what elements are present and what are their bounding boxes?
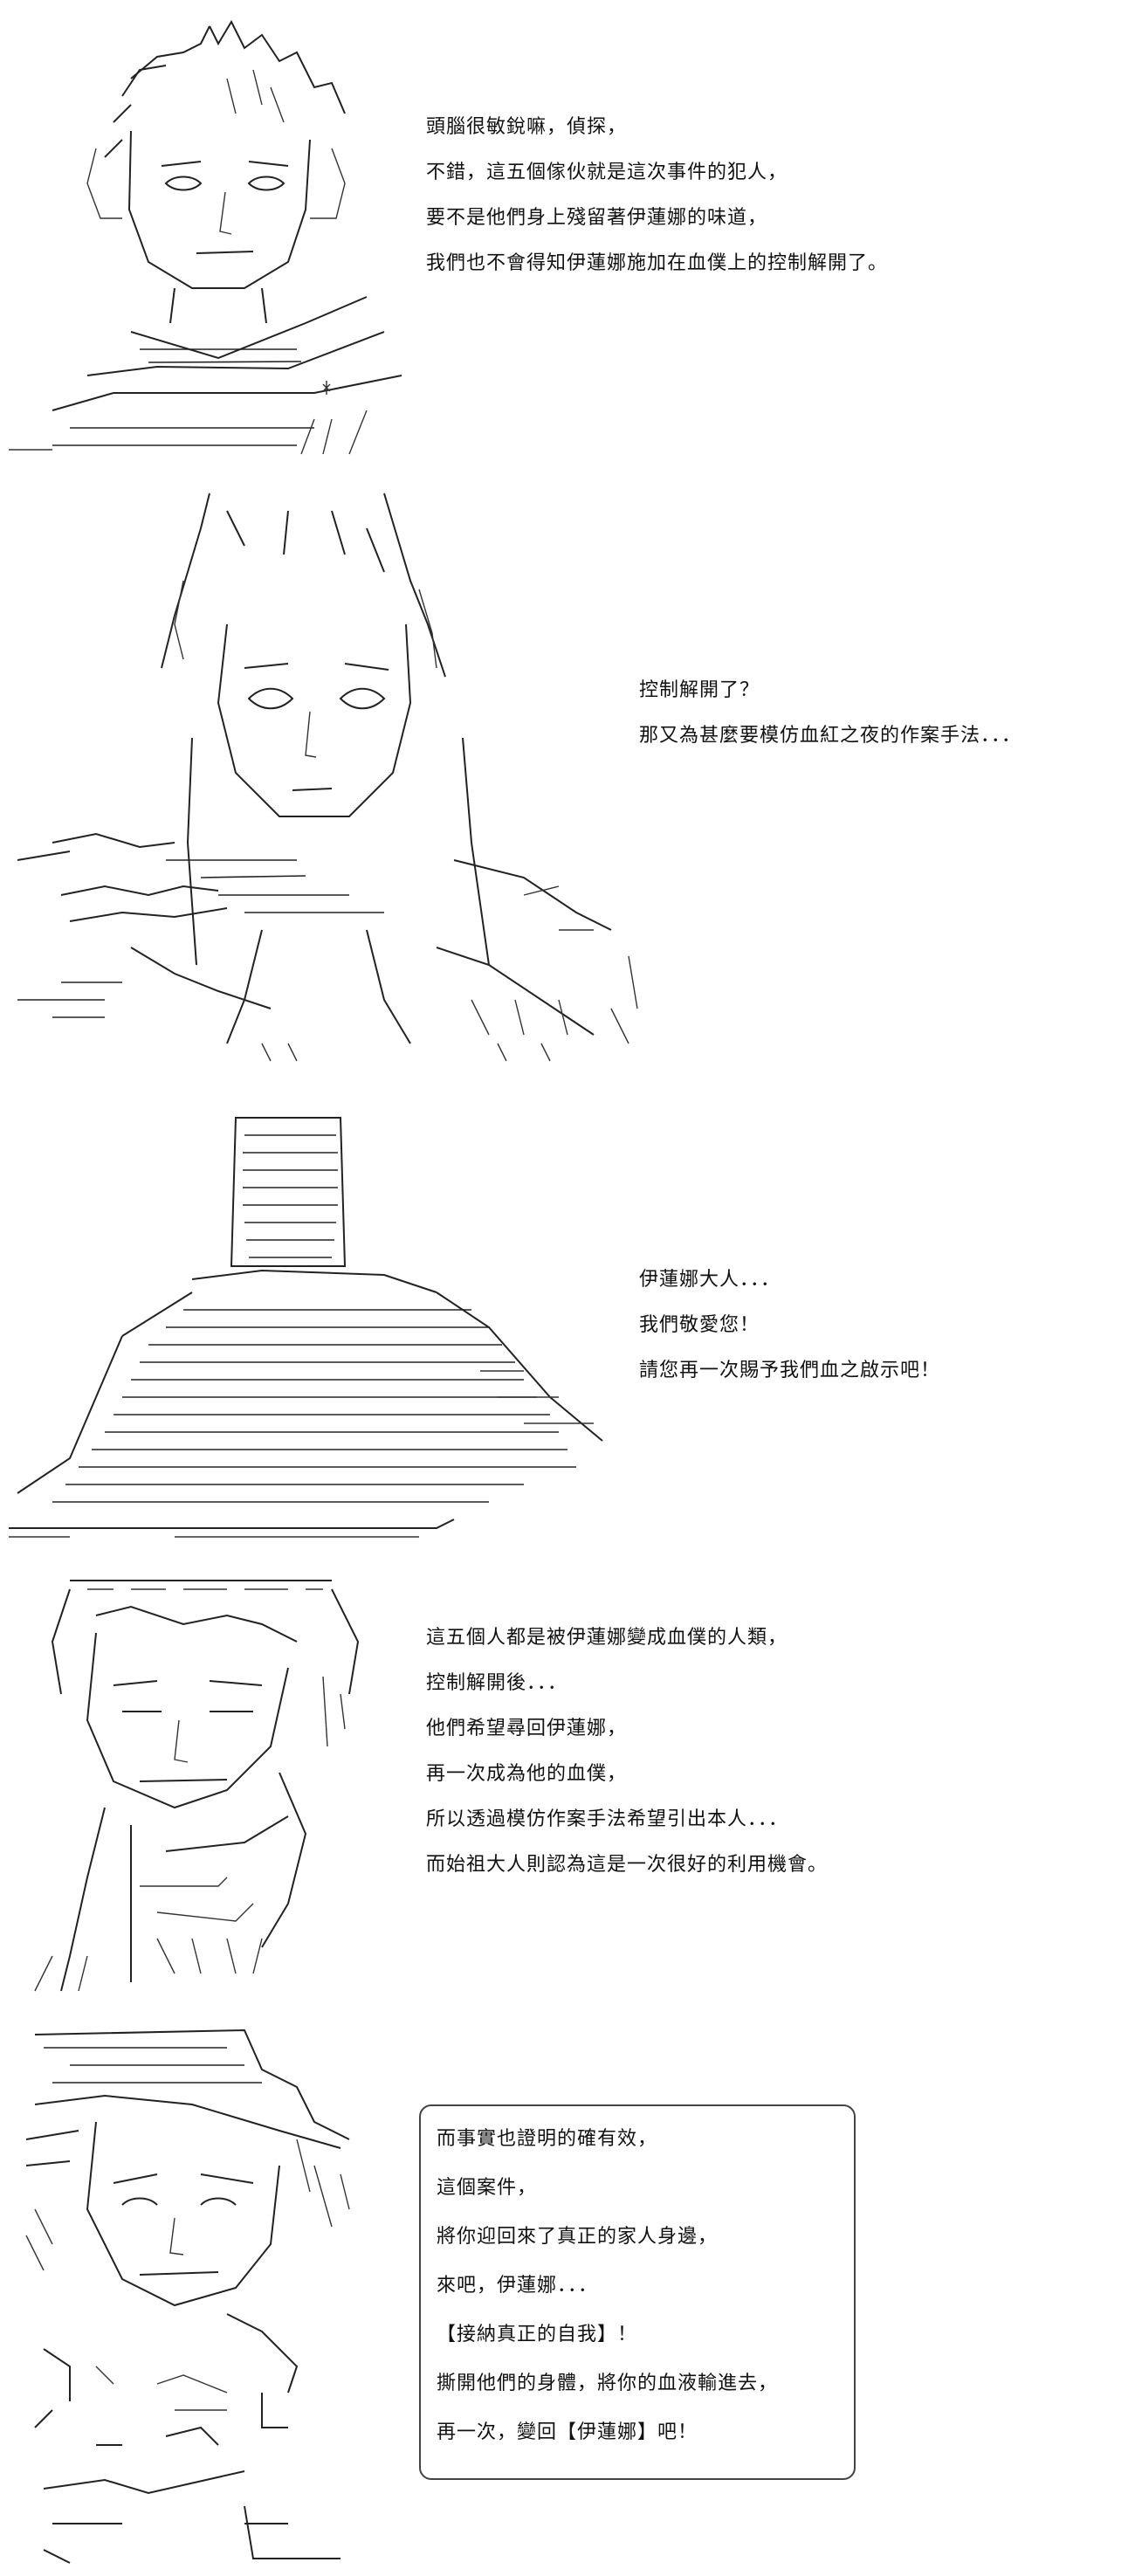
dialogue-line: 再一次成為他的血僕， — [426, 1763, 628, 1785]
dialogue-line: 伊蓮娜大人．．． — [639, 1269, 781, 1291]
panel-5: 而事實也證明的確有效， 這個案件， 將你迎回來了真正的家人身邊， 來吧，伊蓮娜．… — [0, 2017, 1135, 2572]
panel-4: 這五個人都是被伊蓮娜變成血僕的人類， 控制解開後．．． 他們希望尋回伊蓮娜， 再… — [0, 1563, 1135, 2008]
ascii-art-caped-figure — [0, 2017, 384, 2567]
dialogue-block-5: 而事實也證明的確有效， 這個案件， 將你迎回來了真正的家人身邊， 來吧，伊蓮娜．… — [437, 2115, 778, 2457]
ascii-art-detective-portrait — [0, 9, 410, 463]
dialogue-block-4: 這五個人都是被伊蓮娜變成血僕的人類， 控制解開後．．． 他們希望尋回伊蓮娜， 再… — [426, 1615, 828, 1888]
dialogue-line: 而事實也證明的確有效， — [437, 2128, 658, 2150]
dialogue-line: 所以透過模仿作案手法希望引出本人．．． — [426, 1808, 789, 1830]
panel-2: 控制解開了？ 那又為甚麼要模仿血紅之夜的作案手法．．． — [0, 476, 1135, 1078]
panel-3: 伊蓮娜大人．．． 我們敬愛您！ 請您再一次賜予我們血之啟示吧！ — [0, 1083, 1135, 1554]
dialogue-line: 我們也不會得知伊蓮娜施加在血僕上的控制解開了。 — [426, 252, 889, 274]
dialogue-line: 來吧，伊蓮娜．．． — [437, 2275, 599, 2297]
dialogue-block-3: 伊蓮娜大人．．． 我們敬愛您！ 請您再一次賜予我們血之啟示吧！ — [639, 1257, 940, 1394]
dialogue-line: 請您再一次賜予我們血之啟示吧！ — [639, 1360, 941, 1381]
panel-1: 頭腦很敏銳嘛，偵探， 不錯，這五個傢伙就是這次事件的犯人， 要不是他們身上殘留著… — [0, 0, 1135, 472]
dialogue-line: 撕開他們的身體，將你的血液輸進去， — [437, 2373, 779, 2394]
dialogue-line: 我們敬愛您！ — [639, 1314, 760, 1336]
dialogue-block-1: 頭腦很敏銳嘛，偵探， 不錯，這五個傢伙就是這次事件的犯人， 要不是他們身上殘留著… — [426, 105, 888, 286]
dialogue-line: 這個案件， — [437, 2177, 538, 2199]
dialogue-line: 控制解開了？ — [639, 679, 760, 701]
dialogue-line: 那又為甚麼要模仿血紅之夜的作案手法．．． — [639, 725, 1022, 747]
dialogue-line: 這五個人都是被伊蓮娜變成血僕的人類， — [426, 1627, 788, 1649]
ascii-art-long-haired-girl — [0, 476, 698, 1070]
dialogue-line: 【接納真正的自我】！ — [437, 2324, 638, 2345]
dialogue-line: 頭腦很敏銳嘛，偵探， — [426, 116, 628, 138]
dialogue-line: 而始祖大人則認為這是一次很好的利用機會。 — [426, 1854, 829, 1876]
ascii-art-elder-figure — [0, 1572, 402, 2000]
dialogue-line: 他們希望尋回伊蓮娜， — [426, 1718, 628, 1739]
dialogue-line: 將你迎回來了真正的家人身邊， — [437, 2226, 719, 2248]
dialogue-line: 再一次，變回【伊蓮娜】吧！ — [437, 2421, 698, 2443]
dialogue-line: 控制解開後．．． — [426, 1672, 568, 1694]
dialogue-line: 要不是他們身上殘留著伊蓮娜的味道， — [426, 207, 768, 229]
dialogue-line: 不錯，這五個傢伙就是這次事件的犯人， — [426, 162, 788, 183]
ascii-art-hooded-figure — [0, 1109, 611, 1546]
dialogue-block-2: 控制解開了？ 那又為甚麼要模仿血紅之夜的作案手法．．． — [639, 668, 1022, 759]
speech-bubble: 而事實也證明的確有效， 這個案件， 將你迎回來了真正的家人身邊， 來吧，伊蓮娜．… — [419, 2104, 856, 2480]
